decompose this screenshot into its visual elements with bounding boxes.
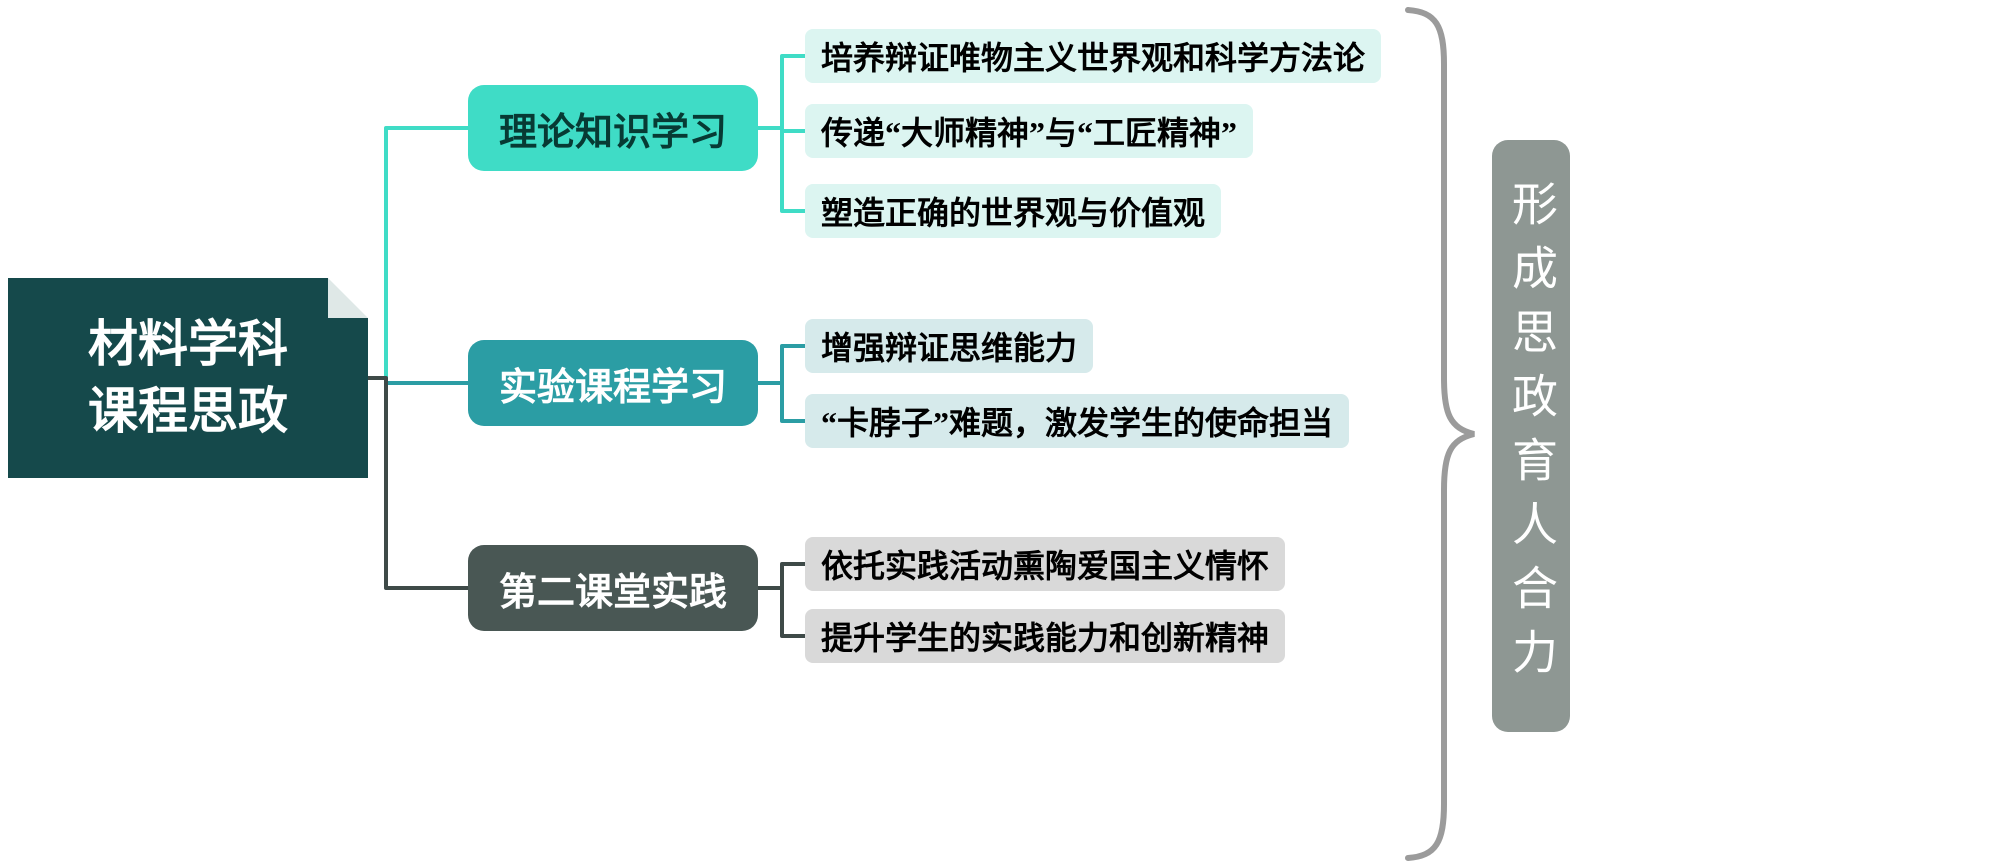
root-label-line1: 材料学科 (88, 315, 288, 372)
branch-node-experiment: 实验课程学习 (468, 340, 758, 426)
leaf-item: 塑造正确的世界观与价值观 (805, 184, 1222, 238)
branch-node-second-classroom: 第二课堂实践 (468, 545, 758, 631)
curly-brace-icon (1405, 7, 1475, 861)
leaf-item: 传递“大师精神”与“工匠精神” (805, 104, 1254, 158)
root-node: 材料学科 课程思政 (8, 278, 368, 478)
outcome-bar: 形成思政育人合力 (1492, 140, 1570, 732)
branch-node-theory: 理论知识学习 (468, 85, 758, 171)
folded-corner-icon (328, 278, 368, 318)
leaf-item: 培养辩证唯物主义世界观和科学方法论 (805, 29, 1382, 83)
leaf-item: 提升学生的实践能力和创新精神 (805, 609, 1286, 663)
root-label-line2: 课程思政 (88, 383, 288, 439)
leaf-item: “卡脖子”难题，激发学生的使命担当 (805, 394, 1350, 448)
leaf-item: 增强辩证思维能力 (805, 319, 1094, 373)
leaf-item: 依托实践活动熏陶爱国主义情怀 (805, 537, 1286, 591)
